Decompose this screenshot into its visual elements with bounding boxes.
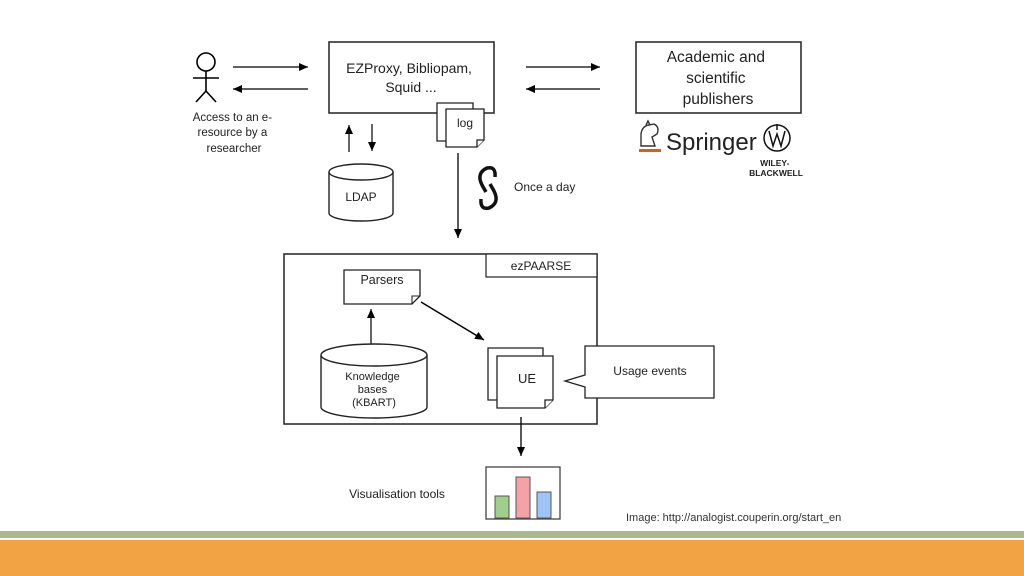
usage-events-callout bbox=[562, 345, 715, 399]
knowledge-bases-database bbox=[320, 343, 428, 419]
ue-label: UE bbox=[518, 371, 536, 386]
sync-cycle-icon bbox=[478, 165, 498, 211]
ue-document-icon bbox=[487, 347, 554, 409]
ezpaarse-title: ezPAARSE bbox=[511, 259, 571, 273]
proxy-label: EZProxy, Bibliopam, Squid ... bbox=[346, 60, 476, 95]
ldap-database bbox=[328, 163, 394, 222]
ldap-label: LDAP bbox=[345, 190, 376, 204]
wiley-wordmark: WILEY- BLACKWELL bbox=[749, 158, 803, 178]
springer-wordmark: Springer bbox=[666, 129, 757, 156]
researcher-stick-figure-icon bbox=[193, 52, 219, 103]
researcher-label: Access to an e- resource by a researcher bbox=[193, 112, 275, 155]
wiley-crest-icon bbox=[763, 124, 791, 152]
springer-horse-icon bbox=[640, 119, 659, 147]
chart-bar-blue bbox=[536, 491, 552, 519]
visualisation-label: Visualisation tools bbox=[349, 487, 445, 501]
usage-events-label: Usage events bbox=[613, 364, 686, 378]
parsers-label: Parsers bbox=[360, 273, 403, 287]
image-source-caption: Image: http://analogist.couperin.org/sta… bbox=[626, 512, 842, 524]
log-document-icon bbox=[436, 102, 485, 148]
ezpaarse-architecture-diagram: Access to an e- resource by a researcher… bbox=[193, 41, 803, 520]
once-a-day-label: Once a day bbox=[514, 180, 575, 194]
chart-bar-green bbox=[494, 495, 510, 519]
chart-bar-red bbox=[515, 476, 531, 519]
wiley-blackwell-logo: WILEY- BLACKWELL bbox=[749, 124, 803, 178]
ezpaarse-title-box bbox=[485, 253, 598, 278]
parsers-document-icon bbox=[343, 269, 421, 305]
parsers-to-ue-arrow bbox=[420, 301, 485, 341]
proxy-box bbox=[328, 41, 495, 114]
springer-logo: Springer bbox=[639, 119, 757, 156]
footer-accent-bar bbox=[0, 531, 1024, 538]
publishers-box bbox=[635, 41, 802, 114]
log-label: log bbox=[457, 116, 473, 130]
footer-bar bbox=[0, 540, 1024, 576]
knowledge-bases-label: Knowledge bases (KBART) bbox=[345, 371, 403, 409]
publishers-label: Academic and scientific publishers bbox=[667, 49, 770, 108]
